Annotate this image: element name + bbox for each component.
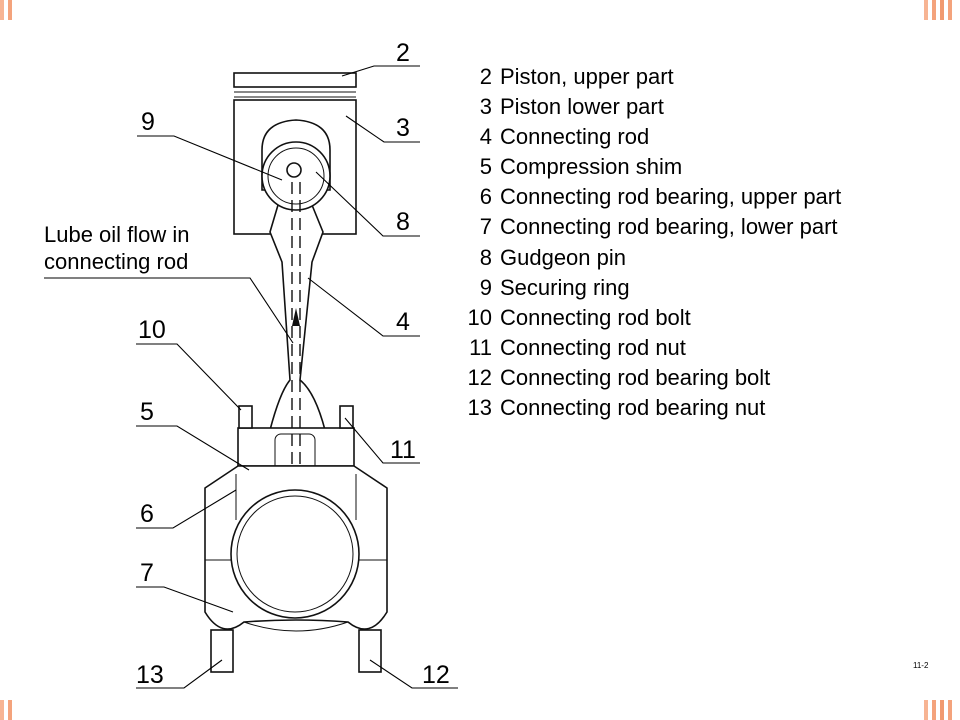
oil-channel xyxy=(291,182,301,470)
legend-text: Connecting rod bearing bolt xyxy=(500,364,771,390)
legend-item: 7 Connecting rod bearing, lower part xyxy=(452,212,841,242)
legend-number: 6 xyxy=(479,184,492,210)
legend-text: Connecting rod xyxy=(500,124,650,150)
legend-text: Piston lower part xyxy=(500,94,664,120)
legend-item: 9 Securing ring xyxy=(452,273,841,303)
legend-item: 5 Compression shim xyxy=(452,152,841,182)
legend-number: 2 xyxy=(479,64,492,89)
legend-number: 10 xyxy=(467,304,492,330)
legend-item: 2 Piston, upper part xyxy=(452,62,841,92)
legend-text: Piston, upper part xyxy=(500,64,674,89)
gudgeon-pin xyxy=(261,141,331,211)
lube-oil-label: Lube oil flow in connecting rod xyxy=(44,221,190,275)
callout-8: 8 xyxy=(396,208,410,236)
corner-decoration-top-right xyxy=(916,0,960,20)
legend-number: 13 xyxy=(467,395,492,421)
corner-decoration-bottom-left xyxy=(0,700,44,720)
legend-number: 8 xyxy=(479,244,492,270)
leader-lines xyxy=(44,65,458,689)
legend-item: 13 Connecting rod bearing nut xyxy=(452,393,841,423)
connecting-rod-bolts xyxy=(210,405,382,673)
legend-item: 12 Connecting rod bearing bolt xyxy=(452,363,841,393)
legend-item: 4 Connecting rod xyxy=(452,122,841,152)
legend-number: 9 xyxy=(479,274,492,300)
callout-12: 12 xyxy=(422,661,450,689)
corner-decoration-bottom-right xyxy=(916,700,960,720)
callout-3: 3 xyxy=(396,114,410,142)
legend-text: Connecting rod bearing, lower part xyxy=(500,214,838,240)
legend-text: Connecting rod bearing nut xyxy=(500,395,766,421)
legend-item: 10 Connecting rod bolt xyxy=(452,303,841,333)
corner-decoration-top-left xyxy=(0,0,44,20)
legend-text: Gudgeon pin xyxy=(500,244,626,270)
callout-10: 10 xyxy=(138,316,166,344)
slide-number: 11-2 xyxy=(913,661,929,670)
legend-number: 12 xyxy=(467,364,492,390)
legend-text: Compression shim xyxy=(500,154,683,180)
compression-shim xyxy=(237,427,355,475)
legend-item: 11 Connecting rod nut xyxy=(452,333,841,363)
legend-number: 11 xyxy=(469,334,492,360)
legend-text: Connecting rod bolt xyxy=(500,304,691,330)
callout-6: 6 xyxy=(140,500,154,528)
callout-2: 2 xyxy=(396,39,410,67)
legend-item: 3 Piston lower part xyxy=(452,92,841,122)
callout-4: 4 xyxy=(396,308,410,336)
lube-oil-label-line-2: connecting rod xyxy=(44,249,189,274)
lube-oil-label-line-1: Lube oil flow in xyxy=(44,222,190,247)
callout-13: 13 xyxy=(136,661,164,689)
legend-number: 4 xyxy=(479,124,492,150)
connecting-rod-bearing xyxy=(204,465,388,632)
parts-legend: 2 Piston, upper part 3 Piston lower part 4… xyxy=(452,62,842,423)
legend-item: 8 Gudgeon pin xyxy=(452,243,841,273)
callout-9: 9 xyxy=(141,108,155,136)
legend-text: Connecting rod nut xyxy=(500,334,686,360)
piston-upper-part xyxy=(233,72,357,98)
legend-number: 3 xyxy=(479,94,492,120)
callout-5: 5 xyxy=(140,398,154,426)
legend-text: Connecting rod bearing, upper part xyxy=(500,184,842,210)
callout-7: 7 xyxy=(140,559,154,587)
legend-item: 6 Connecting rod bearing, upper part xyxy=(452,182,841,212)
callout-11: 11 xyxy=(390,436,416,464)
legend-text: Securing ring xyxy=(500,274,630,300)
legend-number: 5 xyxy=(479,154,492,180)
legend-number: 7 xyxy=(479,214,492,240)
